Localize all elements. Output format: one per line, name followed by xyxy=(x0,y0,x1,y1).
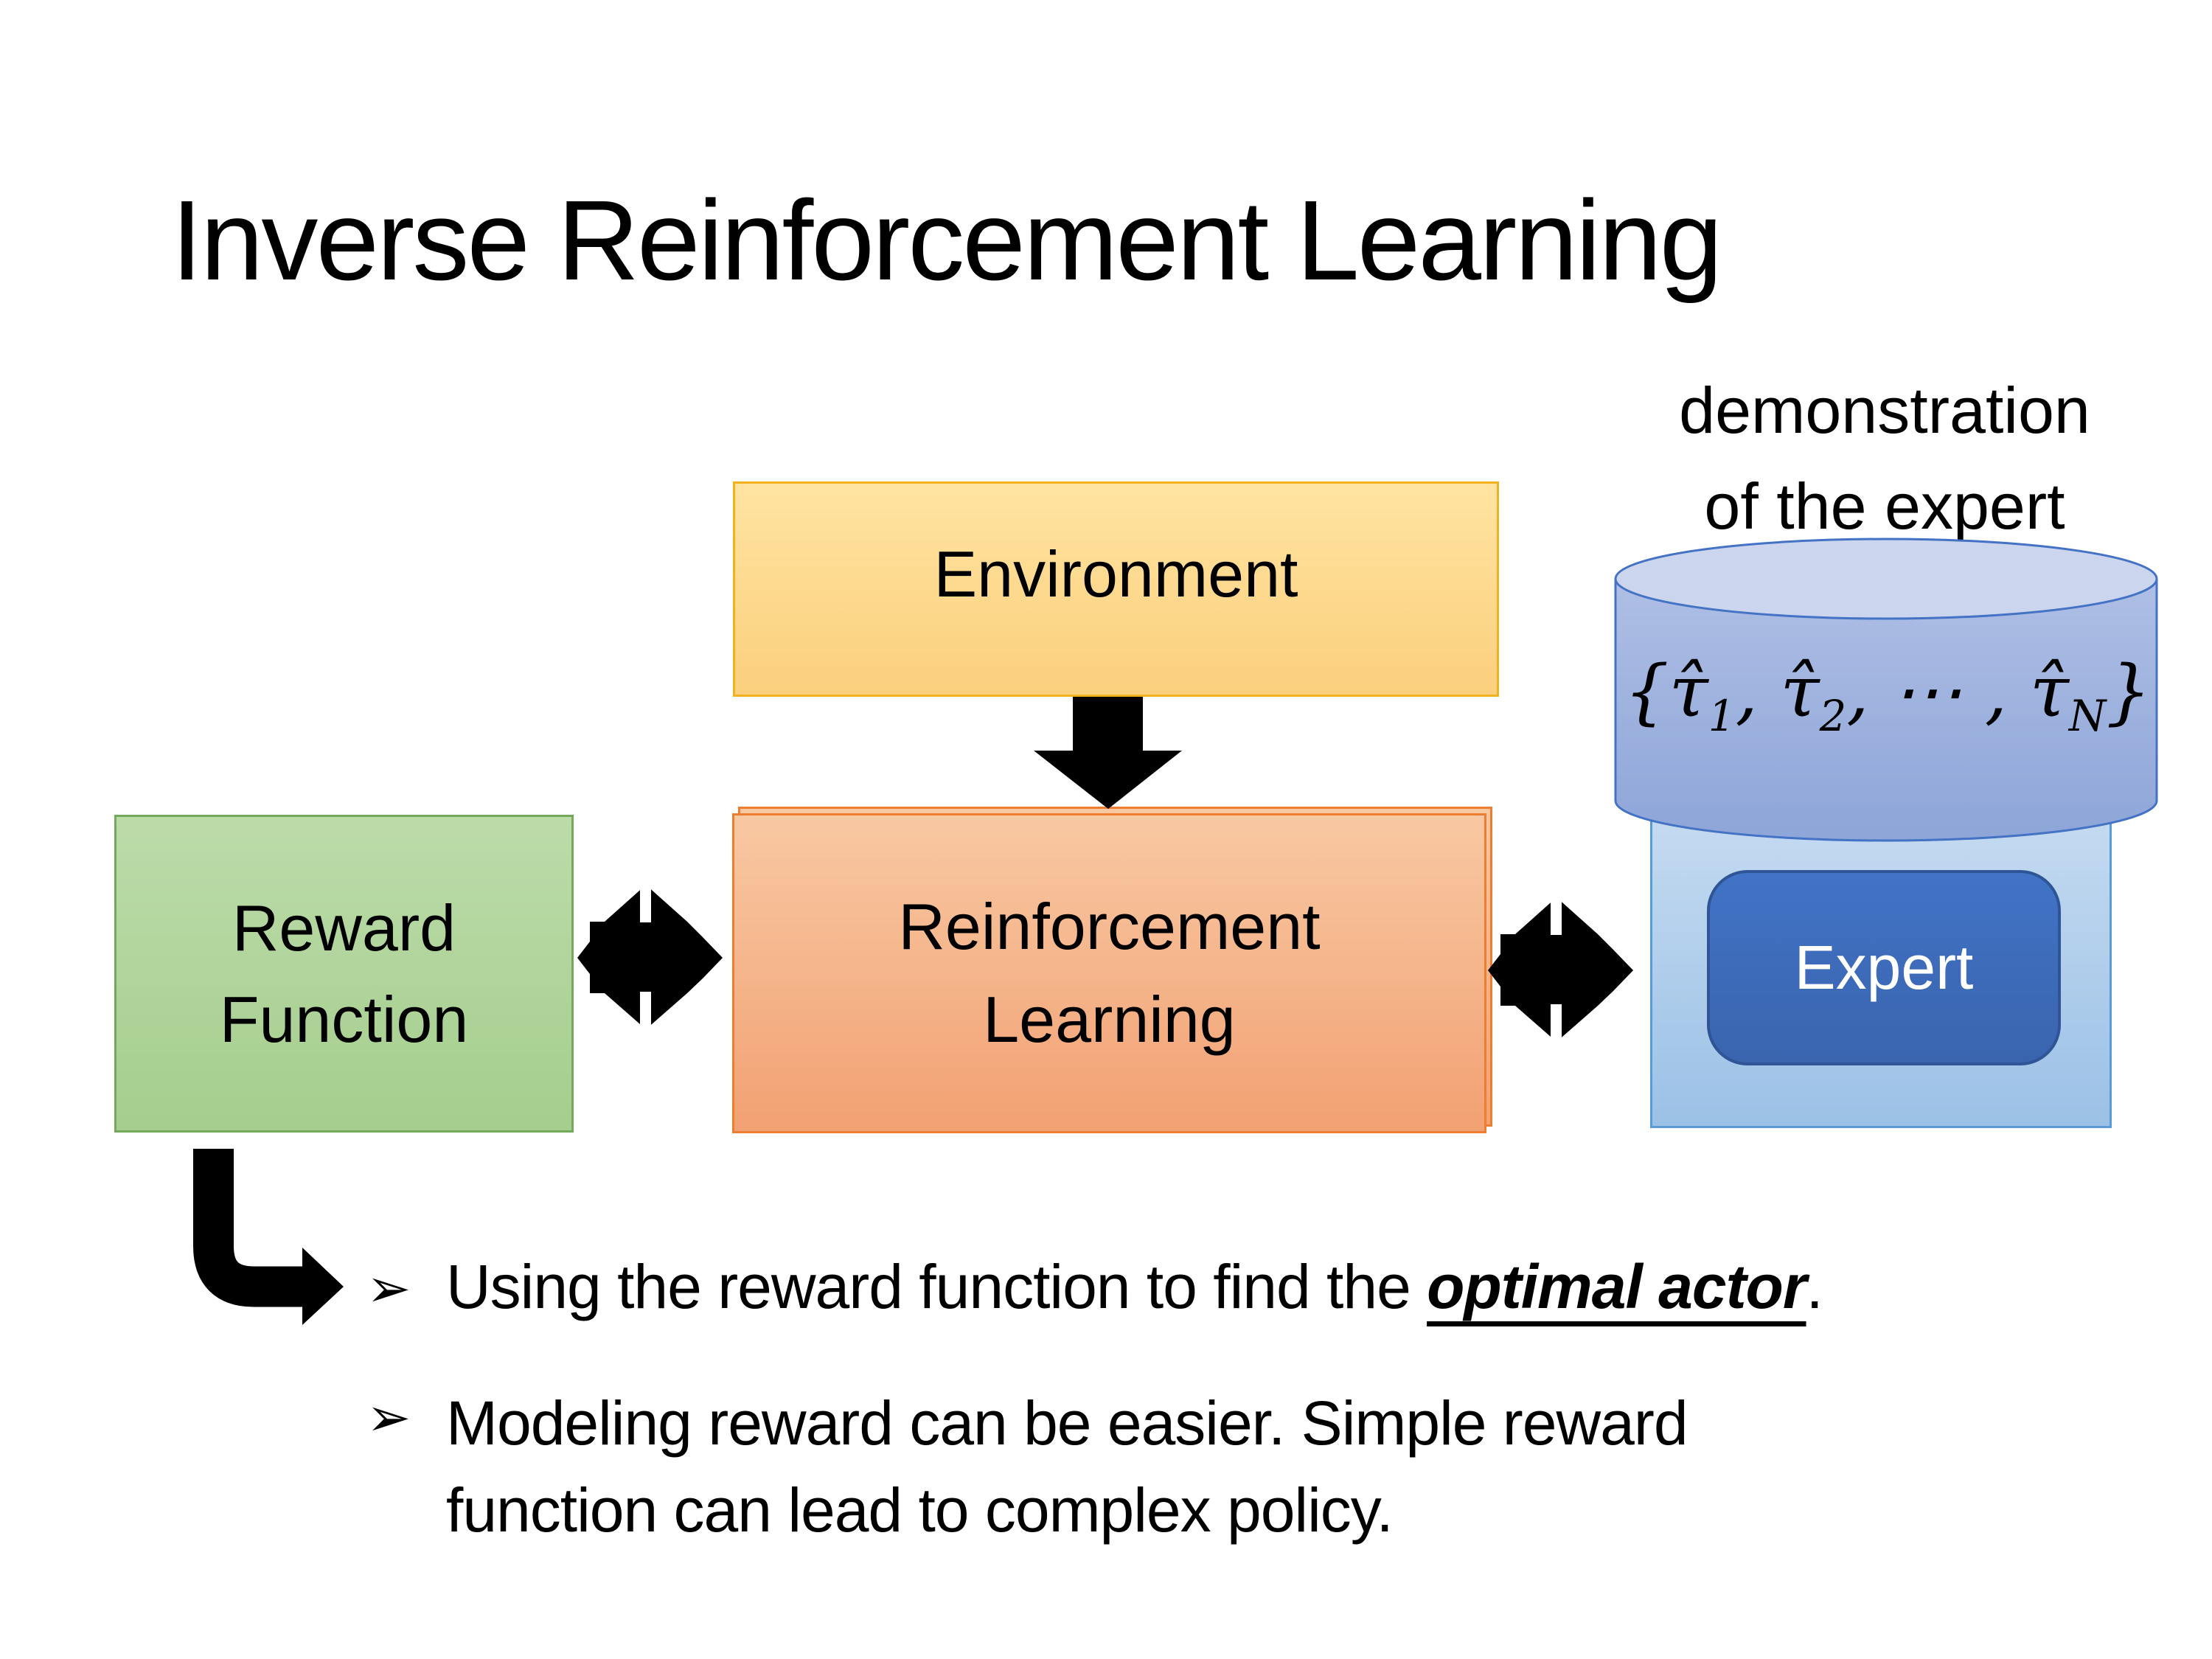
bullet-item-2: ➢ Modeling reward can be easier. Simple … xyxy=(366,1380,1688,1554)
reinforcement-learning-box-label: Reinforcement Learning xyxy=(898,890,1321,1056)
demonstration-label-line2: of the expert xyxy=(1704,470,2065,543)
formula-sub: 1 xyxy=(1708,692,1736,742)
double-exchange-arrow-icon xyxy=(1488,896,1633,1043)
expert-box-label: Expert xyxy=(1794,933,1974,1002)
bullet-1-text: Using the reward function to find the op… xyxy=(446,1251,1823,1323)
bullet-2-text: Modeling reward can be easier. Simple re… xyxy=(446,1380,1688,1554)
trajectory-set-formula: {τ̂1, τ̂2, ⋯ , τ̂N} xyxy=(1618,650,2157,737)
demonstration-label: demonstration of the expert xyxy=(1622,363,2147,554)
bullet-2-line2: function can lead to complex policy. xyxy=(446,1475,1394,1545)
formula-sub: 2 xyxy=(1819,692,1847,742)
database-cylinder-icon xyxy=(1614,538,2158,842)
environment-box: Environment xyxy=(733,481,1499,697)
formula-part: , ⋯ , τ̂ xyxy=(1846,650,2069,733)
down-block-arrow-icon xyxy=(1034,697,1182,809)
bullet-2-line1: Modeling reward can be easier. Simple re… xyxy=(446,1388,1688,1458)
expert-box: Expert xyxy=(1707,870,2061,1065)
bullet-arrowhead-icon: ➢ xyxy=(366,1386,411,1448)
bullet-1-emphasis: optimal actor xyxy=(1427,1252,1806,1321)
formula-sub: N xyxy=(2068,692,2107,742)
reward-function-box: Reward Function xyxy=(114,815,574,1133)
bent-elbow-arrow-icon xyxy=(193,1149,344,1325)
formula-part: , τ̂ xyxy=(1735,650,1820,733)
formula-part: {τ̂ xyxy=(1624,650,1708,733)
bullet-arrowhead-icon: ➢ xyxy=(366,1257,411,1319)
double-exchange-arrow-icon xyxy=(577,883,723,1031)
environment-box-label: Environment xyxy=(933,538,1298,611)
reward-function-box-label: Reward Function xyxy=(219,891,469,1056)
bullet-item-1: ➢ Using the reward function to find the … xyxy=(366,1251,1823,1323)
formula-part: } xyxy=(2106,650,2152,733)
bullet-1-pre: Using the reward function to find the xyxy=(446,1252,1427,1321)
demonstration-label-line1: demonstration xyxy=(1679,374,2090,447)
bullet-1-post: . xyxy=(1806,1252,1823,1321)
page-title: Inverse Reinforcement Learning xyxy=(171,177,1722,304)
reinforcement-learning-box: Reinforcement Learning xyxy=(732,813,1486,1133)
